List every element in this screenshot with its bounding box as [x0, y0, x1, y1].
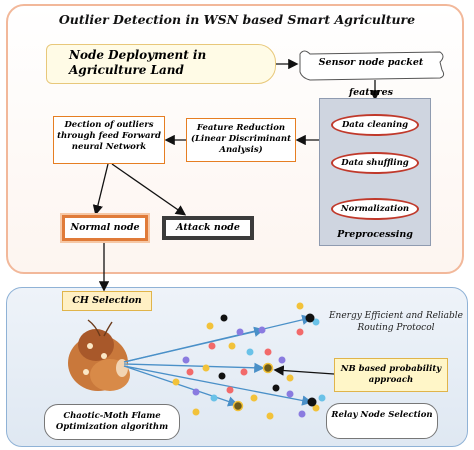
data-shuffling-step: Data shuffling — [331, 152, 419, 174]
ch-selection-box: CH Selection — [62, 291, 152, 311]
sensor-nodes — [172, 302, 326, 420]
energy-efficient-label: Energy Efficient and Reliable Routing Pr… — [328, 311, 464, 333]
normal-node-box: Normal node — [60, 213, 150, 243]
feature-reduction-box: Feature Reduction (Linear Discriminant A… — [186, 118, 296, 162]
normalization-step: Normalization — [331, 198, 419, 220]
nb-probability-box: NB based probability approach — [334, 358, 448, 392]
arrow-detect-attack — [111, 163, 187, 216]
preprocessing-label: Preprocessing — [337, 229, 413, 240]
arrow-nb-node — [273, 365, 335, 376]
data-cleaning-step: Data cleaning — [331, 114, 419, 136]
attack-node-box: Attack node — [162, 216, 254, 240]
arrow-detect-normal — [92, 163, 109, 216]
moth-image — [68, 319, 130, 391]
relay-selection-box: Relay Node Selection — [326, 403, 438, 439]
sensor-features-label: Sensor node packet features — [318, 57, 424, 98]
node-deployment-box: Node Deployment in Agriculture Land — [46, 44, 276, 84]
sensor-scroll-shape — [299, 50, 445, 81]
diagram-title: Outlier Detection in WSN based Smart Agr… — [58, 12, 416, 27]
outlier-detection-box: Dection of outliers through feed Forward… — [53, 116, 165, 164]
chaotic-moth-box: Chaotic-Moth Flame Optimization algorith… — [44, 404, 180, 440]
